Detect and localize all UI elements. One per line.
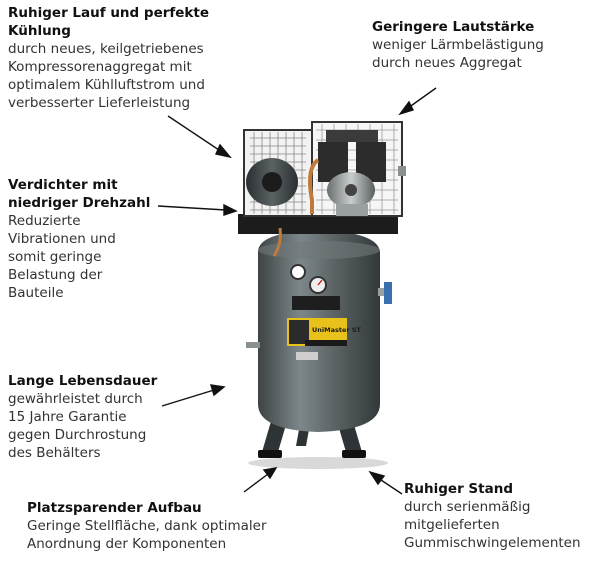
annotation-text: Geringe Stellfläche, dank optimaler bbox=[27, 518, 267, 534]
arrow-head-icon bbox=[210, 384, 226, 397]
motor-guard-grid bbox=[243, 129, 313, 217]
annotation-arrows bbox=[157, 87, 437, 495]
annotation-title: niedriger Drehzahl bbox=[8, 195, 151, 211]
annotation-title: Geringere Lautstärke bbox=[372, 19, 535, 35]
floor-shadow bbox=[248, 457, 388, 469]
arrow-cooling bbox=[167, 115, 223, 153]
annotation-text: durch neues Aggregat bbox=[372, 55, 522, 71]
arrow-head-icon bbox=[215, 143, 232, 159]
annotation-title: Lange Lebensdauer bbox=[8, 373, 158, 389]
arrow-head-icon bbox=[223, 203, 238, 216]
product-label-text: UniMaster ST bbox=[312, 326, 362, 334]
annotation-text: Anordnung der Komponenten bbox=[27, 536, 227, 552]
annotation-lifetime: Lange Lebensdauer gewährleistet durch 15… bbox=[8, 372, 157, 462]
annotation-footprint: Platzsparender Aufbau Geringe Stellfläch… bbox=[27, 499, 267, 553]
annotation-text: Vibrationen und bbox=[8, 231, 116, 247]
annotation-text: 15 Jahre Garantie bbox=[8, 409, 127, 425]
arrow-footprint bbox=[243, 473, 269, 493]
arrow-head-icon bbox=[398, 100, 414, 116]
arrow-head-icon bbox=[262, 467, 278, 480]
annotation-text: Gummischwingelementen bbox=[404, 535, 581, 551]
annotation-text: mitgelieferten bbox=[404, 517, 500, 533]
arrow-lifetime bbox=[161, 389, 215, 407]
arrow-noise bbox=[407, 87, 437, 109]
annotation-text: des Behälters bbox=[8, 445, 101, 461]
fitting bbox=[398, 166, 406, 176]
type-plate bbox=[296, 352, 318, 360]
compressor-head bbox=[318, 130, 386, 216]
annotation-text: Reduzierte bbox=[8, 213, 81, 229]
rubber-foot bbox=[258, 450, 282, 458]
copper-pipe bbox=[272, 158, 320, 257]
annotation-stand: Ruhiger Stand durch serienmäßig mitgelie… bbox=[404, 480, 581, 552]
annotation-noise: Geringere Lautstärke weniger Lärmbelästi… bbox=[372, 18, 544, 72]
arrow-head-icon bbox=[368, 470, 386, 486]
annotation-cooling: Ruhiger Lauf und perfekte Kühlung durch … bbox=[8, 4, 209, 112]
base-plate bbox=[238, 214, 398, 234]
annotation-title: Ruhiger Lauf und perfekte bbox=[8, 5, 209, 21]
annotation-text: weniger Lärmbelästigung bbox=[372, 37, 544, 53]
annotation-title: Verdichter mit bbox=[8, 177, 118, 193]
pressure-gauge-icon bbox=[290, 264, 306, 280]
annotation-text: somit geringe bbox=[8, 249, 102, 265]
annotation-text: optimalem Kühlluftstrom und bbox=[8, 77, 205, 93]
annotation-text: verbesserter Lieferleistung bbox=[8, 95, 191, 111]
annotation-text: gewährleistet durch bbox=[8, 391, 143, 407]
annotation-low-speed: Verdichter mit niedriger Drehzahl Reduzi… bbox=[8, 176, 150, 302]
annotation-text: Bauteile bbox=[8, 285, 64, 301]
annotation-text: gegen Durchrostung bbox=[8, 427, 147, 443]
arrow-stand bbox=[377, 477, 403, 495]
annotation-text: Kompressorenaggregat mit bbox=[8, 59, 192, 75]
pressure-switch bbox=[292, 296, 340, 310]
product-label: UniMaster ST bbox=[287, 318, 362, 346]
annotation-title: Platzsparender Aufbau bbox=[27, 500, 202, 516]
arrow-low-speed bbox=[157, 205, 227, 211]
annotation-title: Ruhiger Stand bbox=[404, 481, 513, 497]
annotation-text: durch neues, keilgetriebenes bbox=[8, 41, 204, 57]
annotation-title: Kühlung bbox=[8, 23, 71, 39]
annotation-text: Belastung der bbox=[8, 267, 103, 283]
annotation-text: durch serienmäßig bbox=[404, 499, 531, 515]
rubber-foot bbox=[342, 450, 366, 458]
